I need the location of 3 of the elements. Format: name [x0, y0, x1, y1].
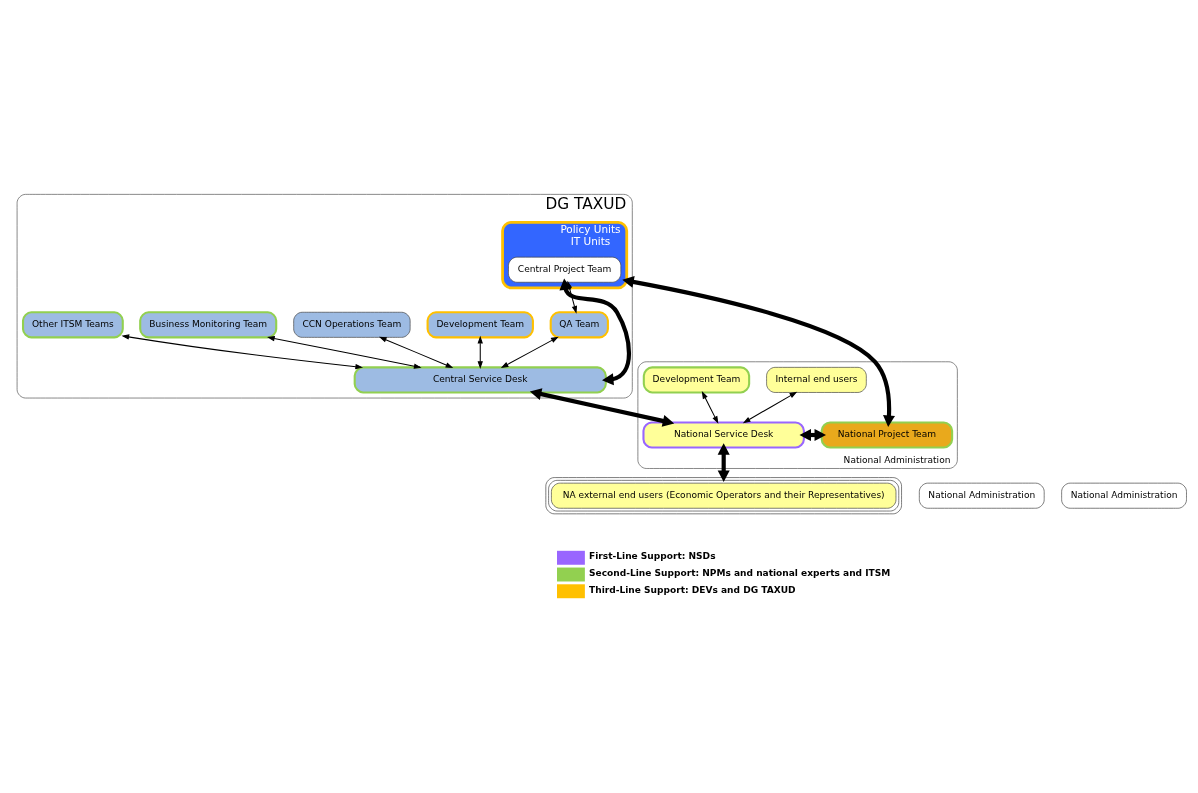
legend-label: Second-Line Support: NPMs and national experts and ITSM	[589, 567, 891, 578]
legend-label: First-Line Support: NSDs	[589, 550, 716, 561]
legend-label: Third-Line Support: DEVs and DG TAXUD	[589, 584, 796, 595]
